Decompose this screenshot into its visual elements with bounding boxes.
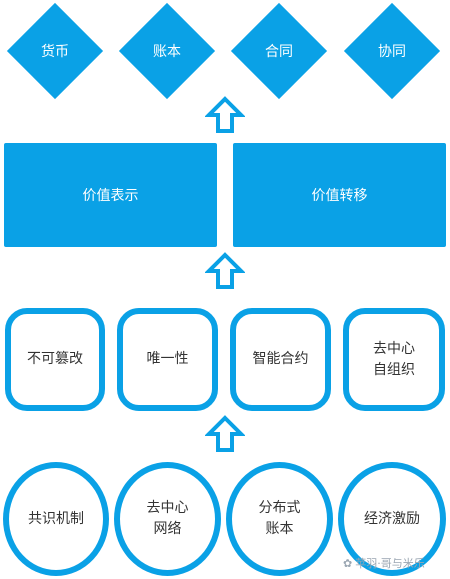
diamond-label: 合同: [265, 44, 293, 60]
circle-label: 分布式 账本: [258, 500, 301, 537]
box-label: 价值表示: [82, 188, 139, 204]
value-transfer-box: 价值转移: [233, 143, 446, 247]
tile-label: 去中心 自组织: [373, 340, 415, 378]
circle-label: 共识机制: [28, 510, 84, 527]
diamond-label: 账本: [153, 44, 181, 60]
wechat-icon: ✿: [343, 556, 353, 570]
watermark-text: 苹羽·哥与米乐: [355, 557, 425, 570]
circle-economic-incentive: 经济激励: [338, 462, 446, 576]
circle-consensus: 共识机制: [3, 462, 109, 576]
box-label: 价值转移: [311, 188, 368, 204]
up-arrow-icon: [205, 96, 245, 133]
diamond-contract: 合同: [230, 2, 328, 100]
tile-uniqueness: 唯一性: [117, 308, 218, 411]
circle-label: 去中心 网络: [146, 500, 189, 537]
tile-label: 智能合约: [252, 351, 309, 367]
tile-decentralized-autonomy: 去中心 自组织: [343, 308, 445, 411]
diamond-label: 协同: [378, 44, 406, 60]
tile-smart-contract: 智能合约: [230, 308, 331, 411]
diamond-ledger: 账本: [118, 2, 216, 100]
diamond-label: 货币: [41, 44, 69, 60]
diamond-currency: 货币: [6, 2, 104, 100]
tile-label: 唯一性: [146, 351, 189, 367]
circle-distributed-ledger: 分布式 账本: [226, 462, 333, 576]
tile-tamper-proof: 不可篡改: [5, 308, 105, 411]
up-arrow-icon: [205, 252, 245, 289]
watermark: ✿ 苹羽·哥与米乐: [343, 555, 425, 571]
circle-decentralized-network: 去中心 网络: [114, 462, 221, 576]
value-representation-box: 价值表示: [4, 143, 217, 247]
tile-label: 不可篡改: [27, 351, 83, 367]
up-arrow-icon: [205, 415, 245, 452]
diamond-collaboration: 协同: [343, 2, 441, 100]
circle-label: 经济激励: [364, 510, 420, 527]
